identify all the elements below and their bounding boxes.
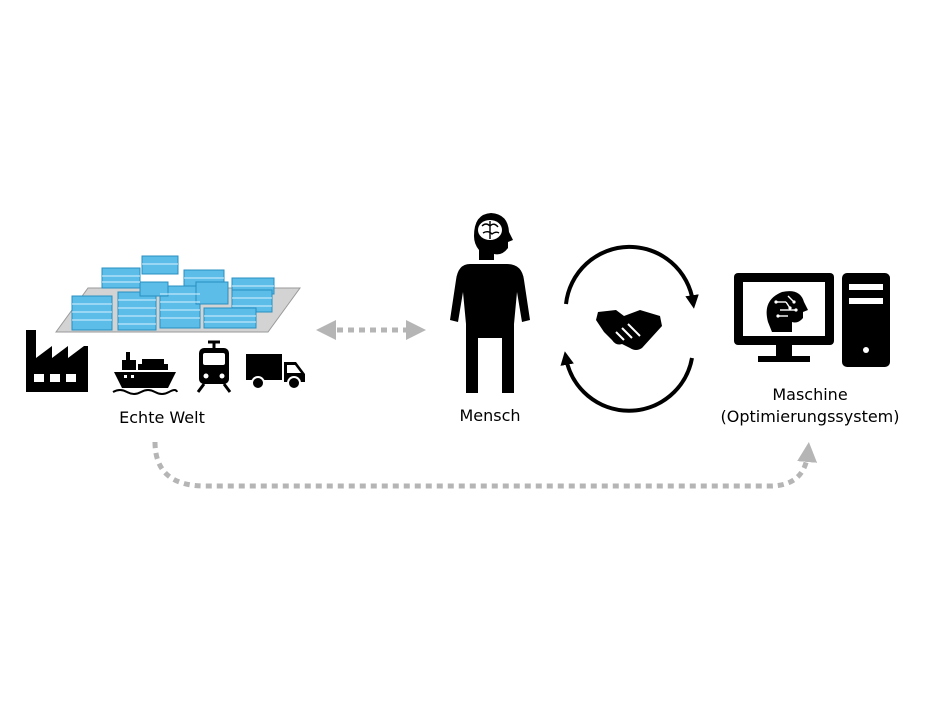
train-icon [196, 340, 232, 393]
machine-label-line1: Maschine [772, 385, 848, 404]
truck-icon [246, 354, 305, 390]
monitor-with-brain-icon [734, 273, 834, 362]
person-with-brain-icon [450, 213, 530, 393]
real-world-label: Echte Welt [119, 408, 205, 427]
machine-label: Maschine (Optimierungssystem) [700, 384, 920, 428]
building-cluster-icon [55, 255, 301, 333]
handshake-icon [596, 310, 662, 350]
machine-label-line2: (Optimierungssystem) [720, 407, 900, 426]
cycle-arrows [560, 244, 699, 413]
ship-icon [112, 352, 178, 395]
factory-icon [26, 330, 88, 392]
world-machine-dotted-arrow [152, 441, 818, 489]
human-label: Mensch [459, 406, 521, 425]
pc-tower-icon [842, 273, 890, 367]
